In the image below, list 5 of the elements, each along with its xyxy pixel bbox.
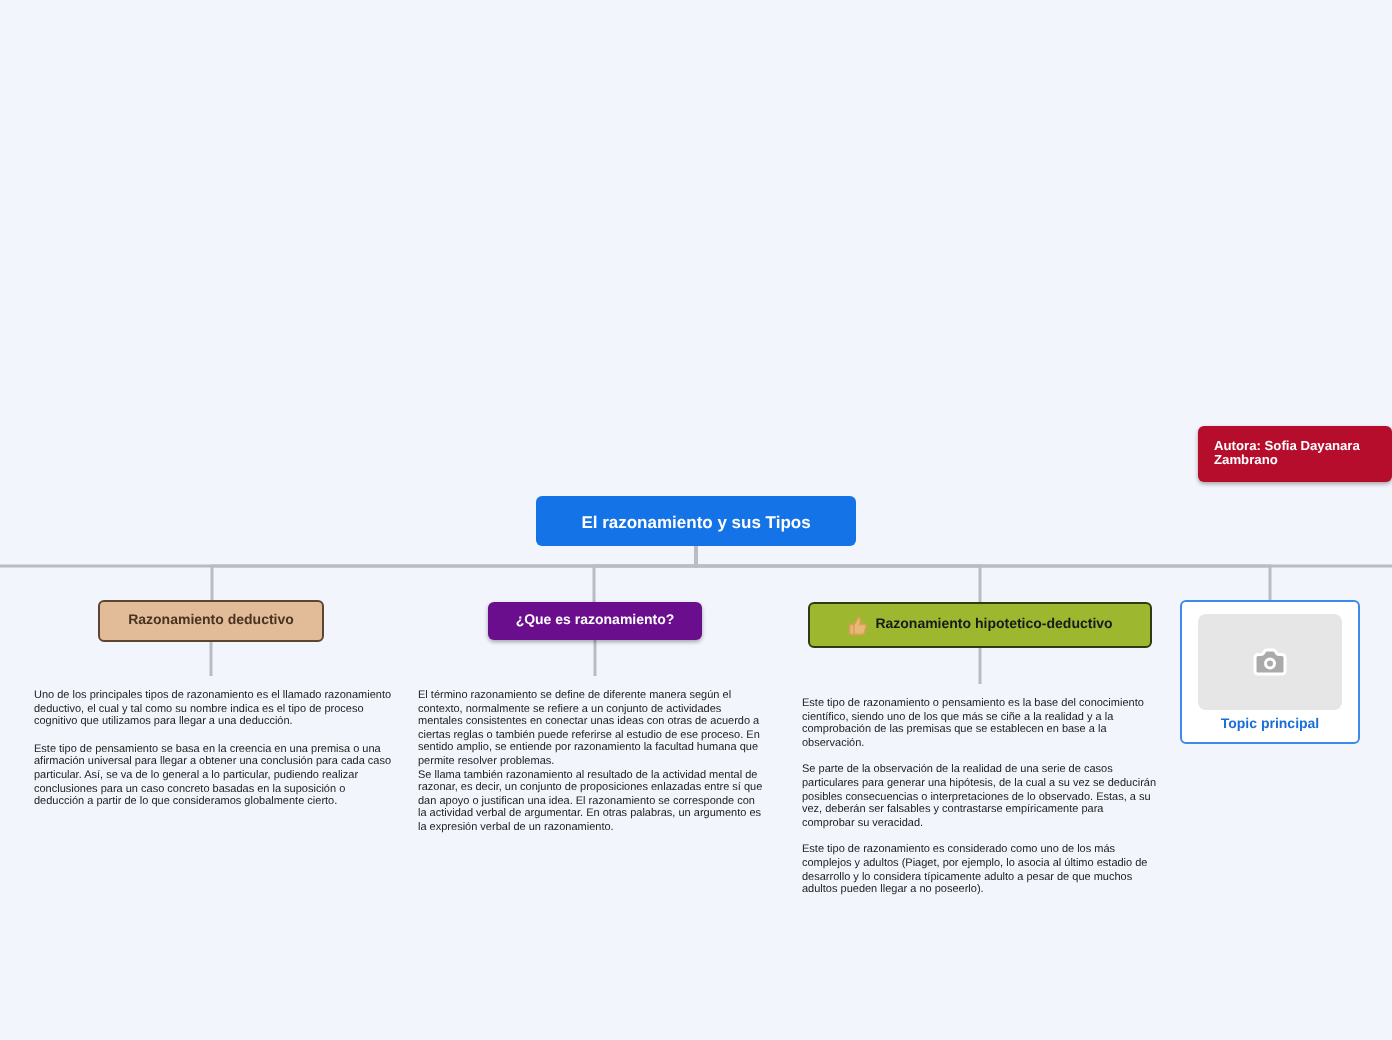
central-topic-box: El razonamiento y sus Tipos — [536, 496, 856, 546]
connector-line — [593, 640, 597, 676]
connector-line — [978, 648, 982, 684]
connector-line — [209, 642, 213, 676]
connector-line — [694, 546, 1392, 568]
